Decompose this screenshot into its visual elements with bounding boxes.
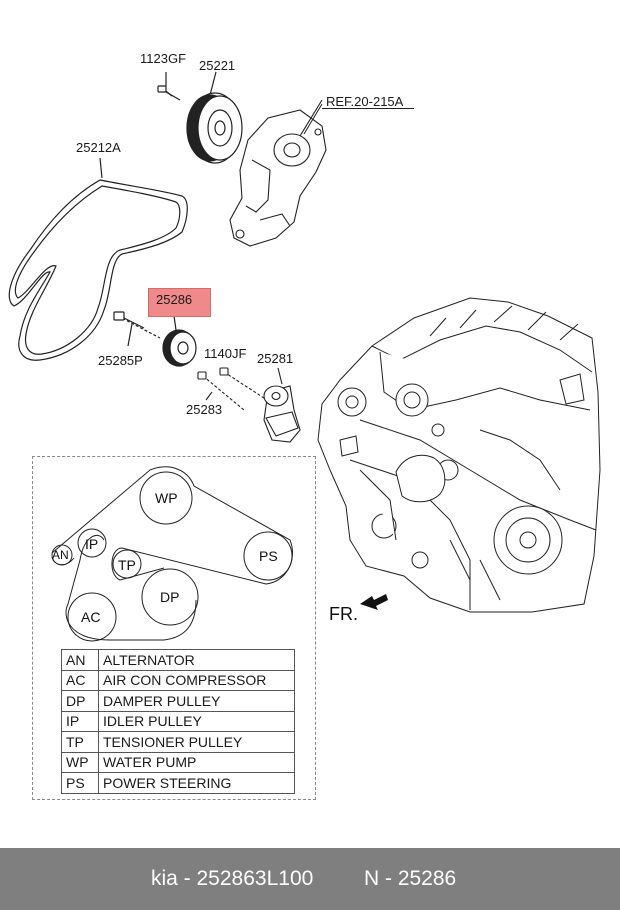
footer-bar: kia - 252863L100 N - 25286	[0, 848, 620, 910]
label-bolt-1123gf: 1123GF	[140, 51, 187, 66]
legend-code: PS	[61, 772, 99, 794]
pulley-label-dp: DP	[160, 589, 180, 605]
water-pump-housing-drawing	[229, 99, 327, 247]
legend-code: IP	[61, 710, 99, 732]
label-bolt-idler: 25285P	[98, 353, 143, 368]
label-bolt-1140jf: 1140JF	[204, 346, 247, 361]
pulley-label-tp: TP	[118, 557, 136, 573]
engine-drawing	[317, 297, 601, 613]
front-arrow-icon	[360, 594, 388, 610]
legend-code: AN	[61, 649, 99, 671]
legend-name: DAMPER PULLEY	[98, 690, 295, 712]
legend-code: AC	[61, 669, 99, 691]
legend-name: POWER STEERING	[98, 772, 295, 794]
legend-name: IDLER PULLEY	[98, 710, 295, 732]
legend-name: ALTERNATOR	[98, 649, 295, 671]
highlighted-part-box	[148, 288, 211, 317]
pulley-wp	[139, 471, 193, 525]
legend-code: WP	[61, 751, 99, 773]
tensioner-drawing	[197, 367, 301, 443]
legend-name: WATER PUMP	[98, 751, 295, 773]
pulley-label-ps: PS	[259, 548, 278, 564]
parts-diagram	[8, 71, 601, 642]
water-pump-pulley-drawing	[186, 71, 243, 164]
footer-part-ref: kia - 252863L100	[151, 867, 314, 890]
front-marker-label: FR.	[329, 604, 358, 624]
belt-layout-panel	[32, 456, 316, 800]
legend-name: TENSIONER PULLEY	[98, 731, 295, 753]
idler-pulley-drawing	[113, 311, 197, 367]
bolt-1123gf-drawing	[157, 72, 181, 101]
pulley-label-ip: IP	[85, 536, 99, 552]
pulley-label-an: AN	[52, 548, 69, 562]
legend-code: TP	[61, 731, 99, 753]
label-reference: REF.20-215A	[326, 94, 404, 109]
pulley-label-wp: WP	[155, 490, 178, 506]
pulley-ps	[243, 531, 293, 581]
label-water-pump-pulley: 25221	[199, 58, 236, 73]
label-belt: 25212A	[76, 140, 121, 155]
legend-code: DP	[61, 690, 99, 712]
label-bolt-25283: 25283	[186, 402, 223, 417]
label-idler-pulley[interactable]: 25286	[156, 292, 193, 307]
reference-underline	[322, 108, 414, 109]
footer-number-ref: N - 25286	[364, 867, 457, 890]
legend-name: AIR CON COMPRESSOR	[98, 669, 295, 691]
serpentine-belt-drawing	[8, 157, 188, 361]
pulley-label-ac: AC	[81, 609, 101, 625]
label-tensioner: 25281	[257, 351, 294, 366]
pulley-dp	[141, 568, 199, 626]
pulley-ac	[67, 592, 117, 642]
belt-routing-schematic	[51, 466, 294, 642]
